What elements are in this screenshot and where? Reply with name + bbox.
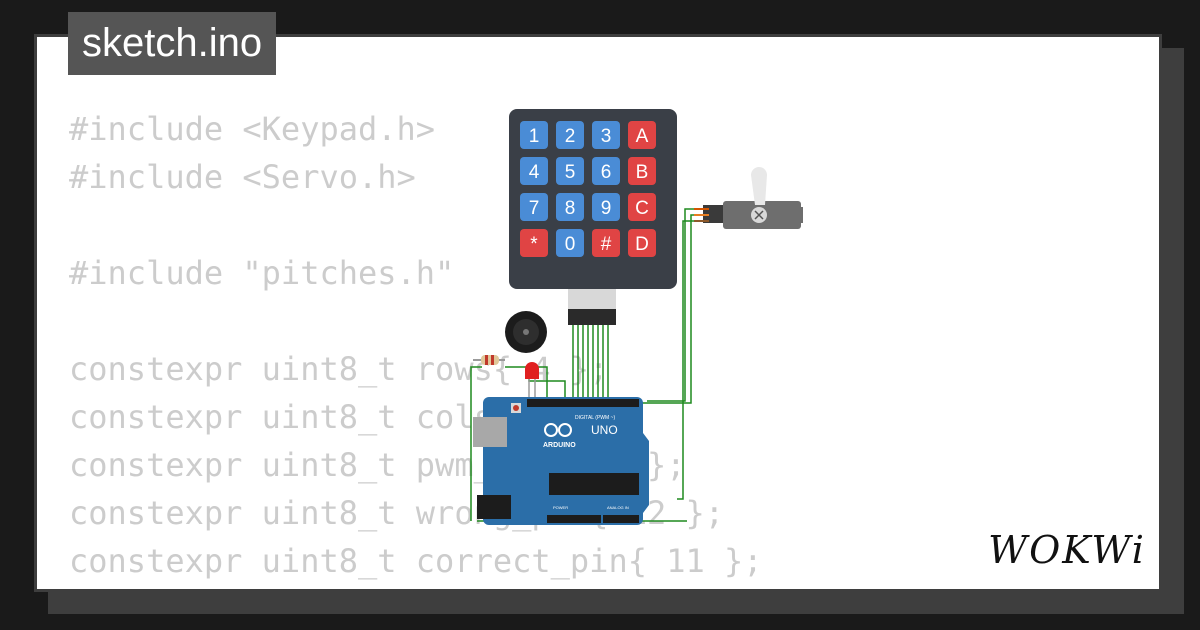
file-name-tab[interactable]: sketch.ino [68, 12, 277, 75]
arduino-uno[interactable]: ARDUINO UNO DIGITAL (PWM ~) POWER ANALOG… [473, 397, 649, 525]
arduino-logo [544, 423, 572, 437]
code-line: constexpr uint8_t wrong_pin{ 12 }; [69, 494, 725, 532]
keypad-key[interactable]: 1 [520, 121, 548, 149]
keypad-key[interactable]: A [628, 121, 656, 149]
keypad-key-label: 2 [565, 126, 576, 147]
keypad-key-label: 1 [529, 126, 540, 147]
keypad-key[interactable]: B [628, 157, 656, 185]
code-preview: #include <Keypad.h> #include <Servo.h> #in… [69, 105, 763, 585]
keypad-key-label: * [530, 234, 538, 255]
keypad-key[interactable]: 6 [592, 157, 620, 185]
keypad-key-label: 3 [601, 126, 612, 147]
resistor [473, 355, 505, 365]
keypad-key-label: 0 [565, 234, 576, 255]
servo-motor [694, 167, 803, 229]
keypad-key-label: 6 [601, 162, 612, 183]
keypad[interactable]: 1 2 3 A 4 5 6 B 7 8 9 C * 0 # D [509, 109, 677, 325]
keypad-key[interactable]: 5 [556, 157, 584, 185]
keypad-key[interactable]: 9 [592, 193, 620, 221]
keypad-key-label: # [601, 234, 612, 255]
keypad-key-label: 5 [565, 162, 576, 183]
buzzer [505, 311, 547, 353]
keypad-key-label: 7 [529, 198, 540, 219]
keypad-key[interactable]: 4 [520, 157, 548, 185]
keypad-key-label: D [635, 234, 649, 255]
wokwi-logo: WOKWi [988, 528, 1146, 572]
code-line: constexpr uint8_t rows{ 4 }; [69, 350, 609, 388]
keypad-key-label: 8 [565, 198, 576, 219]
keypad-key-label: C [635, 198, 649, 219]
keypad-key[interactable]: 8 [556, 193, 584, 221]
keypad-key[interactable]: 3 [592, 121, 620, 149]
keypad-key-label: B [636, 162, 649, 183]
keypad-keys: 1 2 3 A 4 5 6 B 7 8 9 C * 0 # D [520, 121, 656, 257]
led [525, 362, 539, 399]
code-line: #include <Keypad.h> [69, 110, 436, 148]
keypad-key-label: A [636, 126, 649, 147]
keypad-key[interactable]: # [592, 229, 620, 257]
keypad-key[interactable]: 2 [556, 121, 584, 149]
keypad-key[interactable]: * [520, 229, 548, 257]
digital-pins-label: DIGITAL (PWM ~) [575, 415, 615, 421]
circuit-diagram: 1 2 3 A 4 5 6 B 7 8 9 C * 0 # D [470, 109, 803, 525]
keypad-key[interactable]: 7 [520, 193, 548, 221]
keypad-key-label: 4 [529, 162, 540, 183]
code-line: #include "pitches.h" [69, 254, 455, 292]
code-line: constexpr uint8_t correct_pin{ 11 }; [69, 542, 763, 580]
code-line: #include <Servo.h> [69, 158, 416, 196]
keypad-key-label: 9 [601, 198, 612, 219]
keypad-key[interactable]: C [628, 193, 656, 221]
preview-card: #include <Keypad.h> #include <Servo.h> #in… [34, 34, 1162, 592]
svg-text:WOKWi: WOKWi [988, 528, 1146, 572]
keypad-key[interactable]: D [628, 229, 656, 257]
wires [470, 208, 694, 522]
arduino-model: UNO [591, 423, 618, 437]
keypad-key[interactable]: 0 [556, 229, 584, 257]
arduino-brand: ARDUINO [543, 442, 576, 449]
power-pins-label: POWER [553, 505, 568, 510]
analog-pins-label: ANALOG IN [607, 505, 629, 510]
